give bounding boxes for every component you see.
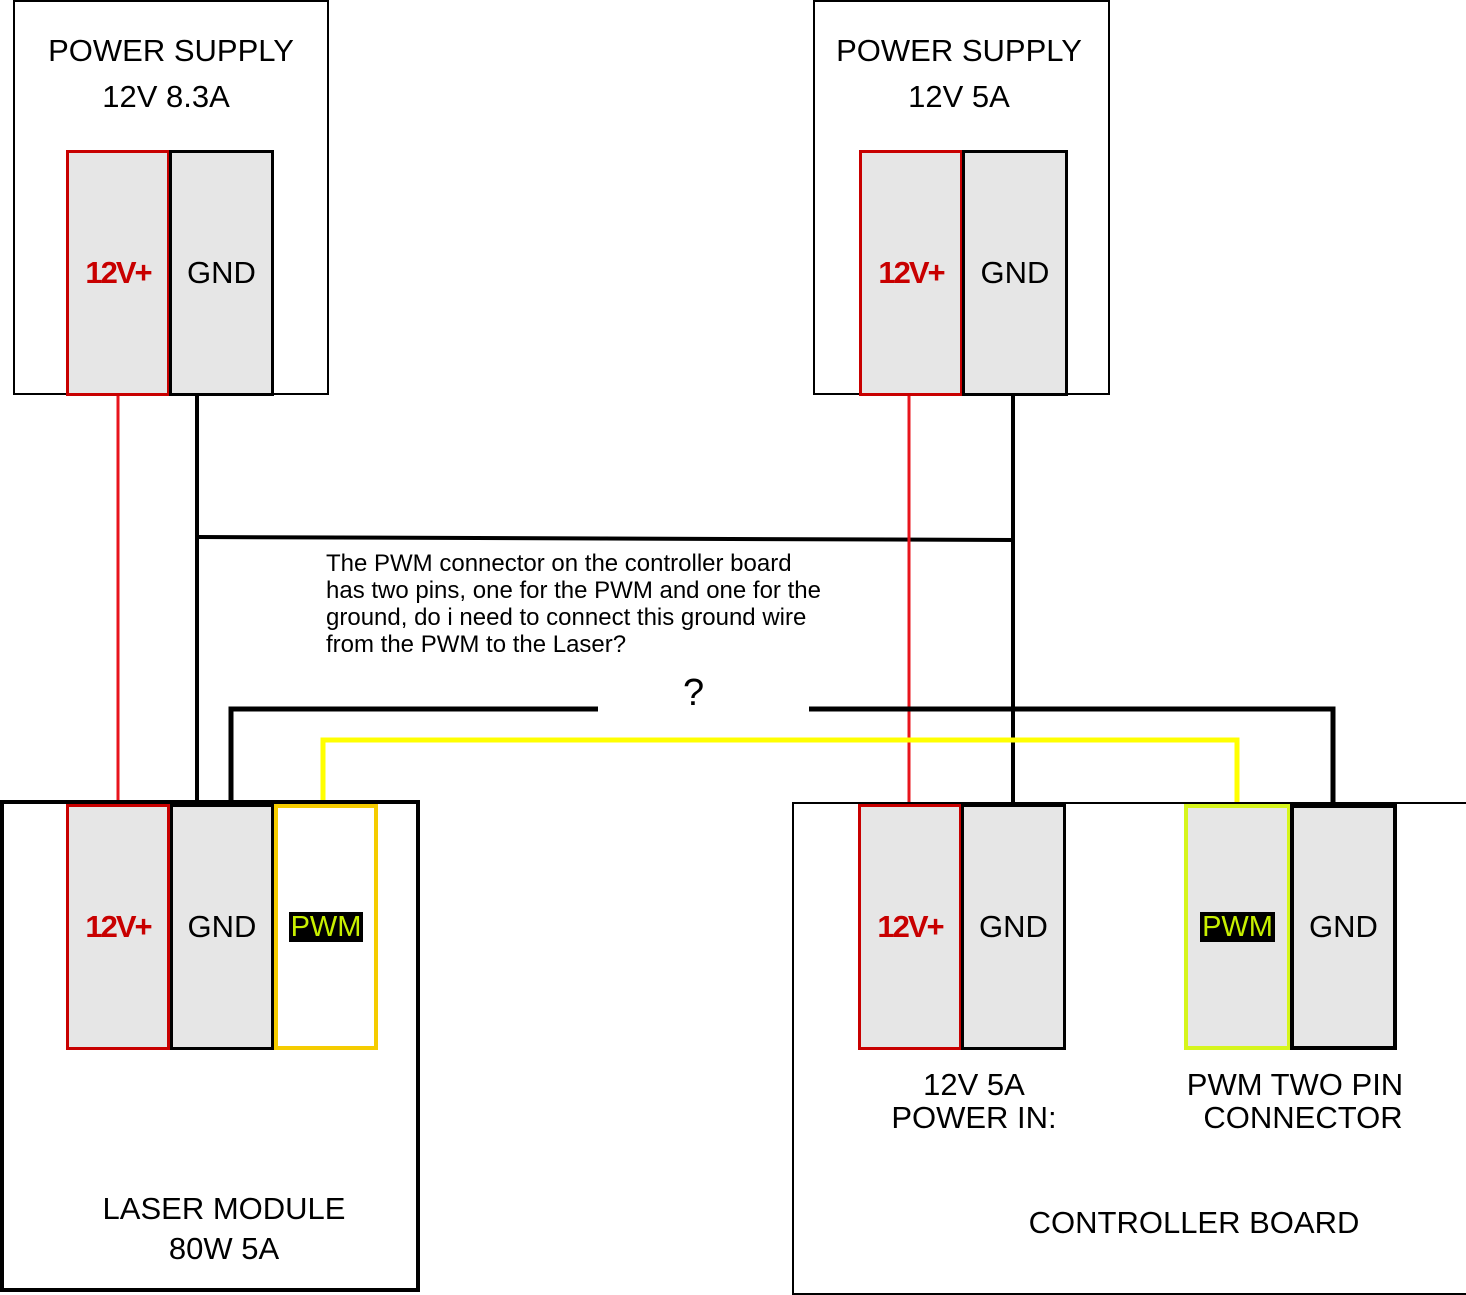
board-power-ground-label: GND [979,909,1048,944]
board-positive-label: 12V+ [877,909,944,944]
wire-pwm-ground-left-segment [228,706,598,802]
board-power-ground-terminal: GND [961,804,1066,1050]
note-line: has two pins, one for the PWM and one fo… [326,577,821,604]
ps1-positive-terminal: 12V+ [66,150,170,396]
board-pwm-label: PWM [1200,911,1275,943]
ps1-positive-label: 12V+ [85,255,152,290]
laser-pwm-terminal: PWM [274,804,378,1050]
board-power-in-label-line1: 12V 5A [923,1067,1025,1102]
power-supply-2-title: POWER SUPPLY [836,33,1082,68]
laser-module-rating: 80W 5A [168,1231,280,1266]
power-supply-2: POWER SUPPLY 12V 5A 12V+ GND [813,0,1110,396]
laser-positive-terminal: 12V+ [66,804,170,1050]
ps2-ground-terminal: GND [962,150,1068,396]
question-note: The PWM connector on the controller boar… [326,550,821,658]
board-pwm-label-line2: CONNECTOR [1203,1100,1403,1135]
laser-positive-label: 12V+ [85,909,152,944]
note-line: ground, do i need to connect this ground… [326,604,807,631]
board-pwm-ground-terminal: GND [1290,804,1397,1050]
controller-board: 12V+ GND PWM GND 12V 5A POWER IN: PWM TW… [792,802,1466,1295]
ps2-positive-terminal: 12V+ [859,150,963,396]
controller-board-title: CONTROLLER BOARD [1028,1205,1360,1240]
laser-ground-label: GND [187,909,257,944]
laser-module: 12V+ GND PWM LASER MODULE 80W 5A [0,800,420,1292]
board-pwm-ground-label: GND [1309,909,1378,944]
question-mark: ? [683,672,705,714]
laser-ground-terminal: GND [170,804,274,1050]
laser-pwm-label: PWM [288,911,364,943]
wire-pwm-ground-right-segment [809,706,1336,802]
power-supply-1-rating: 12V 8.3A [102,79,230,114]
board-power-in-label-line2: POWER IN: [891,1100,1057,1135]
board-pwm-terminal: PWM [1184,804,1291,1050]
board-positive-terminal: 12V+ [858,804,962,1050]
ps1-ground-terminal: GND [169,150,274,396]
wire-pwm-signal [320,737,1240,802]
board-pwm-label-line1: PWM TWO PIN [1186,1067,1404,1102]
ps2-ground-label: GND [980,255,1050,290]
wire-ground-bridge [196,535,1014,542]
note-line: The PWM connector on the controller boar… [326,550,792,577]
ps2-positive-label: 12V+ [878,255,945,290]
power-supply-1-title: POWER SUPPLY [48,33,294,68]
note-line: from the PWM to the Laser? [326,631,627,658]
laser-module-title: LASER MODULE [102,1191,346,1226]
power-supply-1: POWER SUPPLY 12V 8.3A 12V+ GND [13,0,329,396]
ps1-ground-label: GND [187,255,256,290]
power-supply-2-rating: 12V 5A [908,79,1010,114]
